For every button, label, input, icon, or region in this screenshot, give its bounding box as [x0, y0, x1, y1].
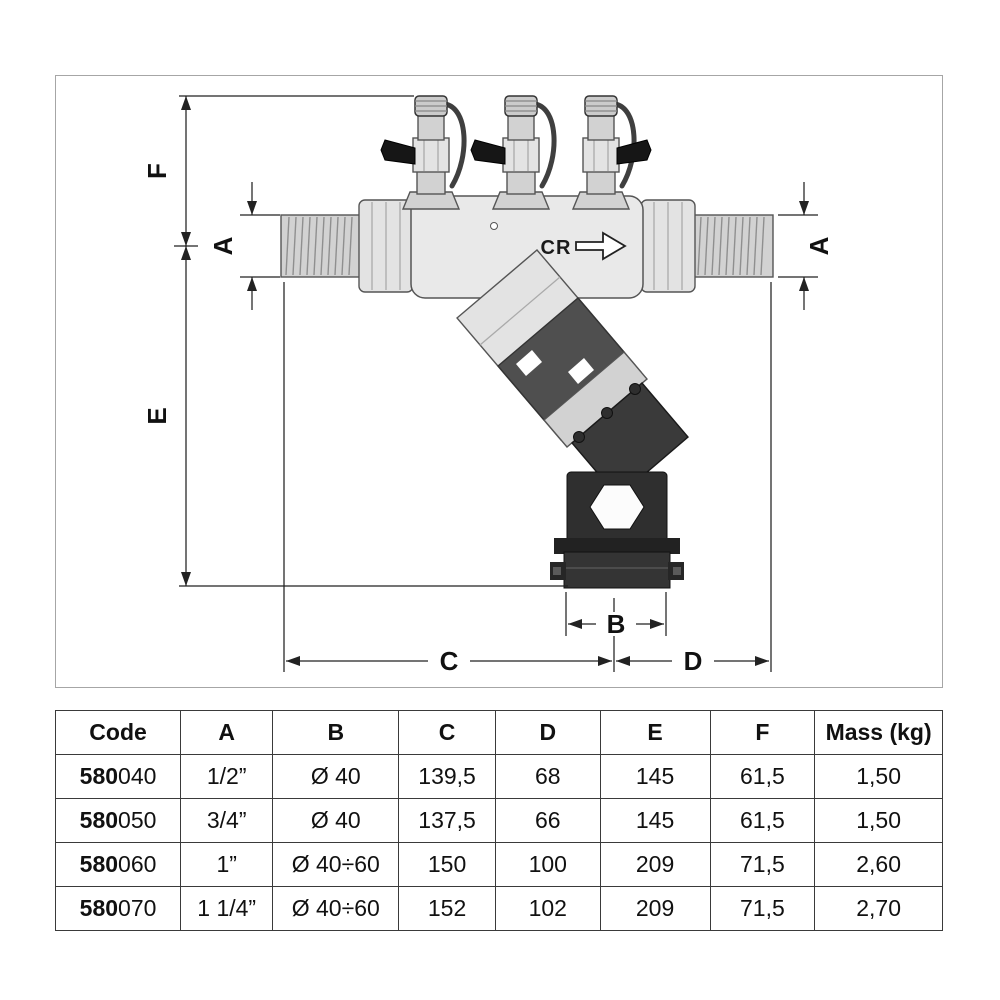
cell-c: 137,5	[398, 798, 496, 843]
port-lever-2	[470, 139, 506, 165]
flange-bolt-2	[601, 407, 613, 419]
sight-window	[589, 484, 645, 530]
dim-c: C	[286, 646, 612, 676]
cell-c: 150	[398, 842, 496, 887]
cell-c: 152	[398, 886, 496, 931]
code-suffix: 040	[118, 763, 157, 789]
flow-direction-arrow-icon	[575, 231, 627, 261]
header-c: C	[398, 710, 496, 755]
cell-b: Ø 40÷60	[272, 842, 400, 887]
test-port-2	[470, 95, 551, 210]
port-lever-1	[380, 139, 416, 165]
right-threaded-connection	[692, 214, 774, 278]
left-threaded-connection	[280, 214, 362, 278]
cell-a: 3/4”	[180, 798, 274, 843]
test-port-3	[571, 95, 652, 210]
cell-d: 100	[494, 842, 601, 887]
right-union-nut	[640, 199, 696, 293]
header-code: Code	[54, 710, 182, 755]
filter-cartridge-group	[456, 249, 648, 448]
cap-tether-2	[532, 101, 557, 189]
dimension-lines: F E A A C	[142, 95, 834, 676]
code-suffix: 050	[118, 807, 157, 833]
cell-a: 1”	[180, 842, 274, 887]
cap-tether-1	[442, 101, 467, 189]
header-a: A	[180, 710, 274, 755]
dim-d: D	[616, 646, 769, 676]
dim-label-a-right: A	[804, 236, 834, 255]
technical-drawing-panel: CR	[55, 75, 943, 688]
dim-label-a-left: A	[208, 236, 238, 255]
valve-body-group: CR	[280, 101, 774, 299]
dim-b: B	[568, 609, 664, 639]
cell-d: 66	[494, 798, 601, 843]
header-f: F	[709, 710, 816, 755]
cell-d: 68	[494, 754, 601, 799]
code-suffix: 070	[118, 895, 157, 921]
dim-label-c: C	[440, 646, 459, 676]
cell-mass: 2,60	[814, 842, 943, 887]
header-mass: Mass (kg)	[814, 710, 943, 755]
dim-label-f: F	[142, 163, 172, 179]
cell-c: 139,5	[398, 754, 496, 799]
code-prefix: 580	[79, 807, 119, 833]
cell-f: 61,5	[709, 754, 816, 799]
test-port-1	[380, 95, 461, 210]
dim-a-left: A	[208, 182, 257, 310]
cell-a: 1 1/4”	[180, 886, 274, 931]
cap-tether-3	[612, 101, 637, 189]
cell-b: Ø 40÷60	[272, 886, 400, 931]
valve-technical-drawing: CR	[142, 95, 834, 676]
dimension-table: Code A B C D E F Mass (kg) 580040 1/2” Ø…	[54, 710, 943, 931]
header-e: E	[599, 710, 711, 755]
check-valve-assembly	[550, 382, 689, 589]
table-header-row: Code A B C D E F Mass (kg)	[54, 710, 943, 755]
cell-code: 580040	[54, 754, 182, 799]
cell-b: Ø 40	[272, 754, 400, 799]
cell-code: 580050	[54, 798, 182, 843]
cartridge-collar	[543, 351, 648, 448]
cell-e: 209	[599, 886, 711, 931]
cell-mass: 1,50	[814, 754, 943, 799]
header-b: B	[272, 710, 400, 755]
table-row: 580040 1/2” Ø 40 139,5 68 145 61,5 1,50	[54, 754, 943, 799]
flange-bolt-3	[629, 383, 641, 395]
test-ports-group	[380, 95, 652, 210]
table-row: 580070 1 1/4” Ø 40÷60 152 102 209 71,5 2…	[54, 886, 943, 931]
cell-f: 71,5	[709, 886, 816, 931]
table-row: 580050 3/4” Ø 40 137,5 66 145 61,5 1,50	[54, 798, 943, 843]
dim-f: F	[142, 96, 191, 246]
cell-d: 102	[494, 886, 601, 931]
code-prefix: 580	[79, 851, 119, 877]
cell-code: 580060	[54, 842, 182, 887]
cell-b: Ø 40	[272, 798, 400, 843]
cell-f: 61,5	[709, 798, 816, 843]
cell-mass: 2,70	[814, 886, 943, 931]
left-union-nut	[358, 199, 414, 293]
code-prefix: 580	[79, 763, 119, 789]
code-prefix: 580	[79, 895, 119, 921]
bottom-cap	[563, 551, 671, 589]
cell-a: 1/2”	[180, 754, 274, 799]
cell-mass: 1,50	[814, 798, 943, 843]
cell-e: 145	[599, 754, 711, 799]
dim-e: E	[142, 246, 191, 586]
cell-code: 580070	[54, 886, 182, 931]
header-d: D	[494, 710, 601, 755]
dim-label-b: B	[607, 609, 626, 639]
dim-label-d: D	[684, 646, 703, 676]
cell-f: 71,5	[709, 842, 816, 887]
flange-bolt-1	[573, 431, 585, 443]
port-lever-3	[616, 139, 652, 165]
dim-a-right: A	[799, 182, 834, 310]
cell-e: 145	[599, 798, 711, 843]
flow-marking-cr: CR	[541, 237, 572, 259]
bottom-flange	[554, 538, 680, 554]
cell-e: 209	[599, 842, 711, 887]
table-row: 580060 1” Ø 40÷60 150 100 209 71,5 2,60	[54, 842, 943, 887]
body-vent-dot	[490, 222, 498, 230]
dim-label-e: E	[142, 407, 172, 424]
dimension-table-section: Code A B C D E F Mass (kg) 580040 1/2” Ø…	[54, 710, 943, 931]
code-suffix: 060	[118, 851, 157, 877]
